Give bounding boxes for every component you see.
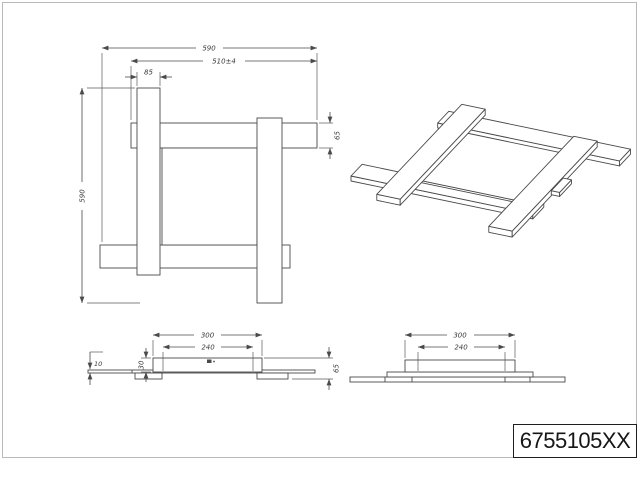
sidea-foot-right xyxy=(256,372,289,380)
sidea-dim-base-thickness: 10 xyxy=(94,360,102,368)
sideb-dim-canopy-inner: 240 xyxy=(454,344,468,352)
sideb-mid-plate xyxy=(386,371,534,378)
plan-left-bar xyxy=(136,87,161,276)
plan-right-bar xyxy=(256,117,283,304)
side-view-front: 300 240 30 10 65 xyxy=(87,332,341,390)
iso-face xyxy=(488,135,598,232)
plan-dim-height-total: 590 xyxy=(79,189,87,203)
plan-view: 590 510±4 85 590 65 xyxy=(79,45,342,304)
iso-face xyxy=(376,103,486,200)
plan-dim-width-total: 590 xyxy=(202,45,216,53)
sideb-dim-canopy-width: 300 xyxy=(453,332,467,340)
sideb-canopy xyxy=(404,359,516,373)
plan-dim-bar-width: 85 xyxy=(144,69,153,77)
plan-dim-mount-distance: 510±4 xyxy=(212,58,236,66)
sidea-dim-canopy-width: 300 xyxy=(201,332,215,340)
sidea-foot-left xyxy=(134,372,163,380)
iso-face xyxy=(550,177,572,193)
plan-dim-bar-depth: 65 xyxy=(334,131,342,140)
sideb-bar-profile xyxy=(349,376,566,383)
sidea-canopy xyxy=(152,357,263,373)
sidea-connector-mark xyxy=(207,359,212,363)
sidea-dim-canopy-height: 30 xyxy=(138,360,146,369)
sidea-dim-canopy-inner: 240 xyxy=(201,344,215,352)
plan-center-panel xyxy=(161,147,258,246)
isometric-view xyxy=(350,103,631,238)
side-view-side: 300 240 xyxy=(349,332,566,383)
sidea-connector-dot xyxy=(213,360,215,363)
article-number: 6755105XX xyxy=(519,428,631,453)
sidea-dim-total-height: 65 xyxy=(333,364,341,373)
article-number-box: 6755105XX xyxy=(513,424,637,458)
